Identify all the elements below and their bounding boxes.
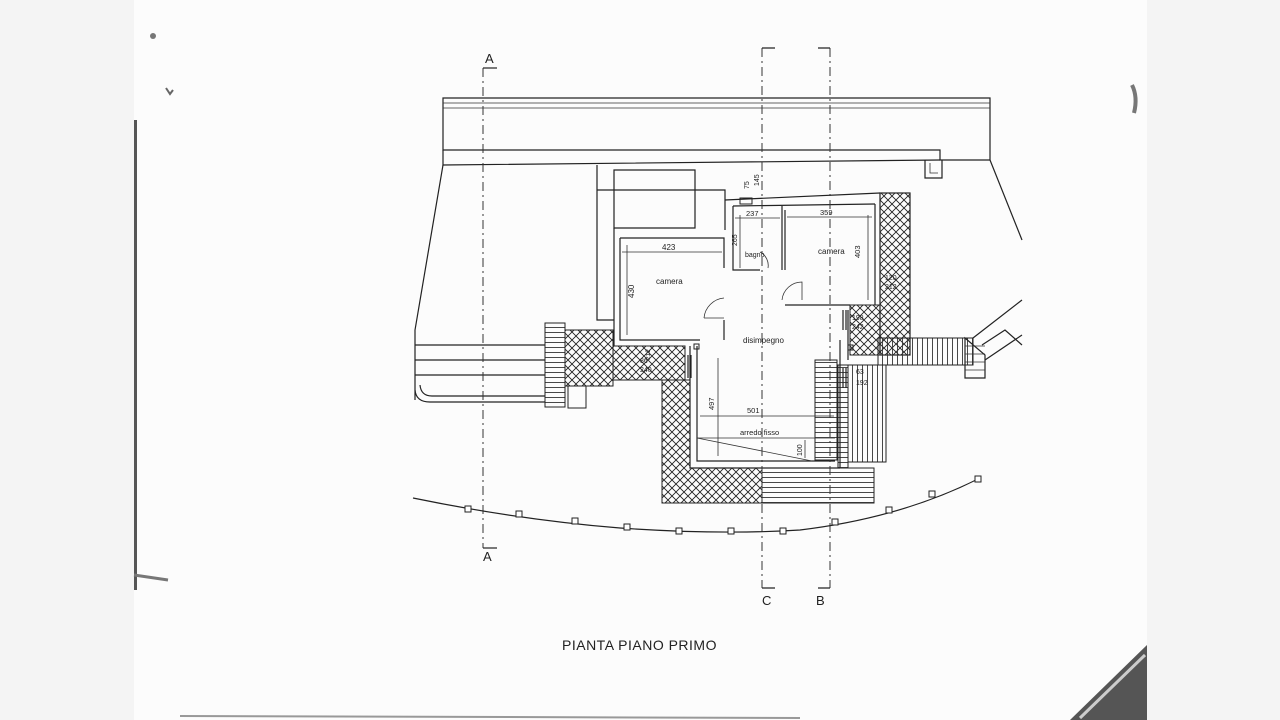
dim-359: 359 bbox=[820, 208, 833, 217]
dim-497: 497 bbox=[707, 397, 716, 410]
lower-base bbox=[661, 359, 887, 504]
room-label-camera-right: camera bbox=[818, 247, 845, 256]
section-lines bbox=[482, 47, 831, 589]
room-label-disimpegno: disimpegno bbox=[743, 336, 784, 345]
drawing-title: PIANTA PIANO PRIMO bbox=[562, 637, 717, 653]
dim-212-right: 212 bbox=[885, 284, 897, 291]
left-wall-block bbox=[544, 322, 686, 409]
road-band bbox=[442, 97, 991, 179]
dim-120: 120 bbox=[885, 275, 897, 282]
section-mark-b: B bbox=[816, 593, 825, 608]
dim-403: 403 bbox=[853, 245, 862, 258]
section-mark-a-bottom: A bbox=[483, 549, 492, 564]
boundary-fence bbox=[412, 475, 982, 535]
room-label-arredo-fisso: arredo fisso bbox=[740, 428, 779, 437]
room-label-camera-left: camera bbox=[656, 277, 683, 286]
building-walls bbox=[613, 192, 881, 469]
dim-63: 63 bbox=[856, 369, 864, 376]
right-wall-block bbox=[849, 192, 1023, 379]
dim-86: 86 bbox=[640, 358, 648, 365]
dim-192: 192 bbox=[856, 380, 868, 387]
room-label-bagno: bagno bbox=[745, 252, 765, 259]
dim-265: 265 bbox=[732, 234, 739, 246]
dim-145: 145 bbox=[754, 174, 761, 186]
terrain-outline bbox=[414, 159, 1023, 403]
dim-198: 198 bbox=[852, 315, 864, 322]
dim-242: 242 bbox=[852, 324, 864, 331]
dim-100: 100 bbox=[797, 444, 804, 456]
dim-501: 501 bbox=[747, 406, 760, 415]
scan-marks bbox=[133, 33, 1147, 720]
dim-430: 430 bbox=[627, 284, 636, 298]
dimension-lines bbox=[622, 215, 872, 458]
dim-75: 75 bbox=[744, 181, 751, 189]
dim-212-left: 212 bbox=[645, 349, 652, 360]
dim-240: 240 bbox=[640, 367, 652, 374]
section-mark-a-top: A bbox=[485, 51, 494, 66]
dim-237: 237 bbox=[746, 209, 759, 218]
dim-423: 423 bbox=[662, 243, 676, 252]
section-mark-c: C bbox=[762, 593, 771, 608]
